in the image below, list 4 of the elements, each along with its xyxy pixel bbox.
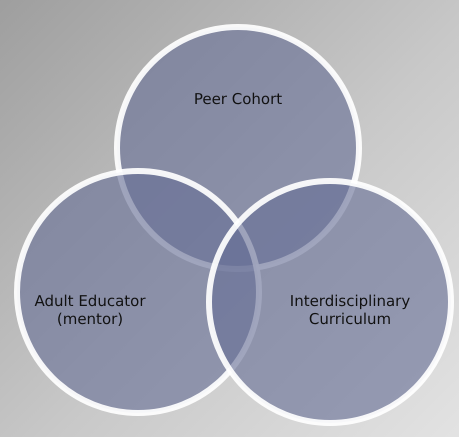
circle-label: Adult Educator (mentor)	[33, 292, 146, 328]
circle-label: Interdisciplinary Curriculum	[288, 292, 412, 328]
circle-label: Peer Cohort	[192, 90, 284, 108]
venn-circle	[206, 178, 454, 426]
